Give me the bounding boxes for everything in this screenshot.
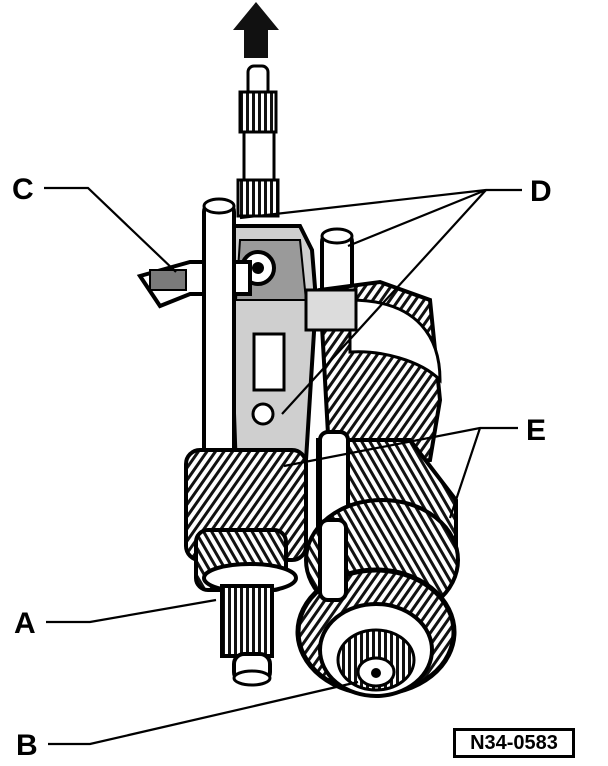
leader-d-3: [281, 189, 487, 415]
leader-d-2: [347, 188, 487, 248]
shift-housing: [225, 224, 319, 473]
leader-d-1: [239, 188, 522, 220]
callout-d: D: [530, 175, 552, 208]
leader-lines: [44, 186, 522, 746]
callout-b: B: [16, 729, 38, 762]
figure-reference-code: N34-0583: [453, 728, 575, 758]
left-gear-stack: [184, 448, 308, 687]
callout-e: E: [526, 414, 546, 447]
leader-b: [48, 680, 359, 746]
leader-c: [44, 186, 177, 273]
callout-a: A: [14, 607, 36, 640]
upper-gear-cluster: [304, 279, 443, 473]
leader-e-2: [448, 427, 482, 519]
output-gear: [295, 498, 460, 698]
input-shaft: [236, 64, 280, 218]
callout-c: C: [12, 173, 34, 206]
leader-a: [46, 598, 217, 624]
lift-arrow: [233, 2, 279, 58]
